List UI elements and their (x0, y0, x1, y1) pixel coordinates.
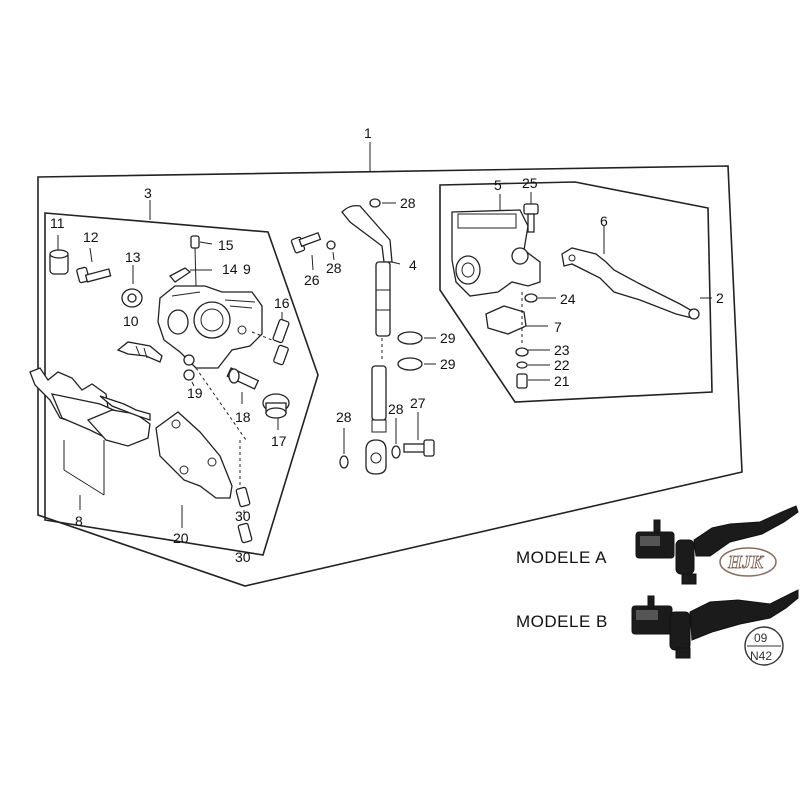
callout-29-bottom: 29 (440, 356, 456, 372)
part-18-slide-pin (226, 367, 260, 404)
callout-28-mid: 28 (326, 260, 342, 276)
callout-12: 12 (83, 229, 99, 245)
callout-3: 3 (144, 185, 152, 201)
callout-24: 24 (560, 291, 576, 307)
model-b-label: MODELE B (516, 612, 608, 631)
callout-13: 13 (125, 249, 141, 265)
part-14-bleeder-cap (168, 267, 212, 283)
callout-14: 14 (222, 261, 238, 277)
part-23-nut (515, 347, 550, 357)
part-28-washer-d (391, 418, 401, 459)
callout-25: 25 (522, 175, 538, 191)
part-27-banjo-bolt (403, 412, 435, 457)
part-5-master-cylinder (451, 194, 541, 297)
part-12-pin-bolt (76, 247, 112, 284)
part-8-brake-pads (29, 367, 151, 510)
part-13-bushing (121, 265, 143, 308)
part-16-bolt (251, 312, 290, 366)
callout-27: 27 (410, 395, 426, 411)
callout-15: 15 (218, 237, 234, 253)
callout-8: 8 (75, 513, 83, 529)
part-19-piston-seal (183, 354, 195, 387)
callout-30-bottom: 30 (235, 549, 251, 565)
callout-4: 4 (409, 257, 417, 273)
callout-19: 19 (187, 385, 203, 401)
part-17-dust-boot (262, 393, 290, 430)
model-b-master-cylinder-photo (631, 589, 799, 659)
part-15-bleeder-screw (190, 235, 213, 287)
callout-1: 1 (364, 125, 372, 141)
assembly-guide-line (195, 367, 247, 441)
model-a-label: MODELE A (516, 548, 607, 567)
callout-7: 7 (554, 319, 562, 335)
part-29-seal-rings (397, 331, 436, 371)
callout-2: 2 (716, 290, 724, 306)
master-cylinder-frame-2 (439, 181, 713, 403)
callout-20: 20 (173, 530, 189, 546)
callout-28-right: 28 (388, 401, 404, 417)
model-a-logo: HJK (719, 547, 777, 577)
part-24-washer (524, 293, 556, 303)
caliper-frame-3 (44, 212, 319, 556)
part-10-spring-clip (116, 341, 163, 363)
callout-5: 5 (494, 177, 502, 193)
part-28-washer-c (339, 428, 349, 469)
part-11-sleeve (49, 235, 69, 275)
callout-30-top: 30 (235, 508, 251, 524)
part-9-caliper-body (157, 285, 263, 369)
model-a-master-cylinder-photo (635, 505, 799, 585)
callout-11: 11 (50, 215, 65, 231)
callout-16: 16 (274, 295, 290, 311)
callout-17: 17 (271, 433, 287, 449)
callout-23: 23 (554, 342, 570, 358)
callout-10: 10 (123, 313, 139, 329)
part-22-washer (516, 361, 550, 369)
part-4-brake-hose (341, 204, 401, 475)
assembly-frame-1 (37, 165, 743, 587)
model-b-logo: 09 N42 (744, 626, 784, 666)
model-a-logo-text: HJK (727, 552, 765, 572)
callout-21: 21 (554, 373, 570, 389)
part-25-pivot-bolt (523, 192, 539, 233)
part-21-screw (516, 373, 550, 389)
callout-9: 9 (243, 261, 251, 277)
callout-18: 18 (235, 409, 251, 425)
callout-29-top: 29 (440, 330, 456, 346)
callout-6: 6 (600, 213, 608, 229)
part-30-bracket-bolts (235, 440, 253, 544)
callout-28-left: 28 (336, 409, 352, 425)
callout-26: 26 (304, 272, 320, 288)
callout-22: 22 (554, 357, 570, 373)
part-7-switch (485, 305, 548, 335)
part-28-washer-a (326, 240, 336, 261)
model-b-logo-bottom: N42 (750, 649, 772, 663)
part-26-bolt (290, 231, 322, 271)
model-b-logo-top: 09 (754, 631, 768, 645)
part-6-brake-lever (561, 226, 700, 320)
callout-28-top: 28 (400, 195, 416, 211)
part-28-washer-b (369, 198, 381, 208)
part-20-mounting-bracket (155, 411, 233, 528)
